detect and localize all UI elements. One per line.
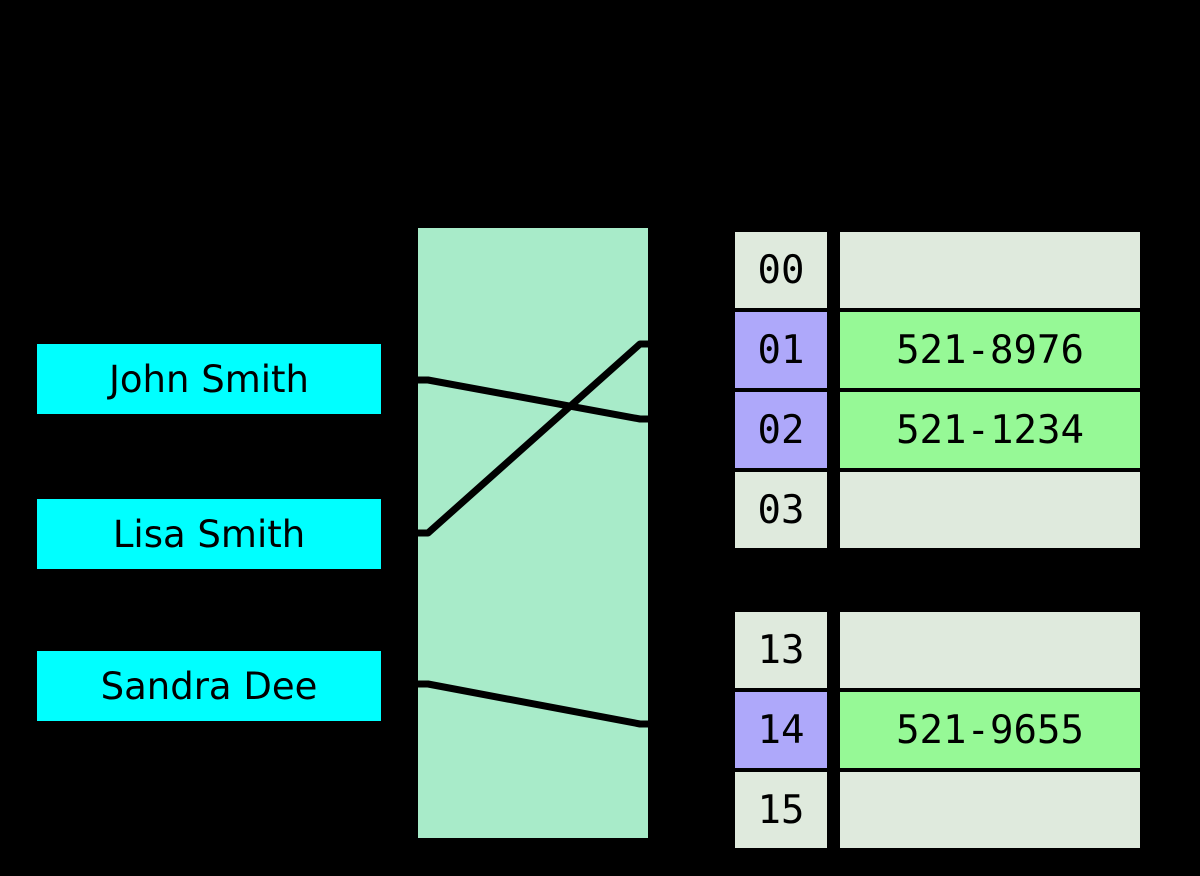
key-label: Sandra Dee <box>100 664 318 708</box>
bottom-value-13[interactable] <box>840 612 1140 688</box>
top-value-01[interactable]: 521-8976 <box>840 312 1140 388</box>
key-box-sandra-dee[interactable]: Sandra Dee <box>37 651 381 721</box>
top-value-03[interactable] <box>840 472 1140 548</box>
top-index-02[interactable]: 02 <box>735 392 827 468</box>
top-value-02[interactable]: 521-1234 <box>840 392 1140 468</box>
bottom-value-15[interactable] <box>840 772 1140 848</box>
hash-function-box <box>418 228 648 838</box>
bottom-index-13[interactable]: 13 <box>735 612 827 688</box>
key-label: John Smith <box>109 357 309 401</box>
top-index-01[interactable]: 01 <box>735 312 827 388</box>
bottom-value-14[interactable]: 521-9655 <box>840 692 1140 768</box>
bottom-index-15[interactable]: 15 <box>735 772 827 848</box>
top-value-00[interactable] <box>840 232 1140 308</box>
top-index-03[interactable]: 03 <box>735 472 827 548</box>
top-index-00[interactable]: 00 <box>735 232 827 308</box>
bottom-index-14[interactable]: 14 <box>735 692 827 768</box>
key-box-lisa-smith[interactable]: Lisa Smith <box>37 499 381 569</box>
key-label: Lisa Smith <box>112 512 306 556</box>
key-box-john-smith[interactable]: John Smith <box>37 344 381 414</box>
